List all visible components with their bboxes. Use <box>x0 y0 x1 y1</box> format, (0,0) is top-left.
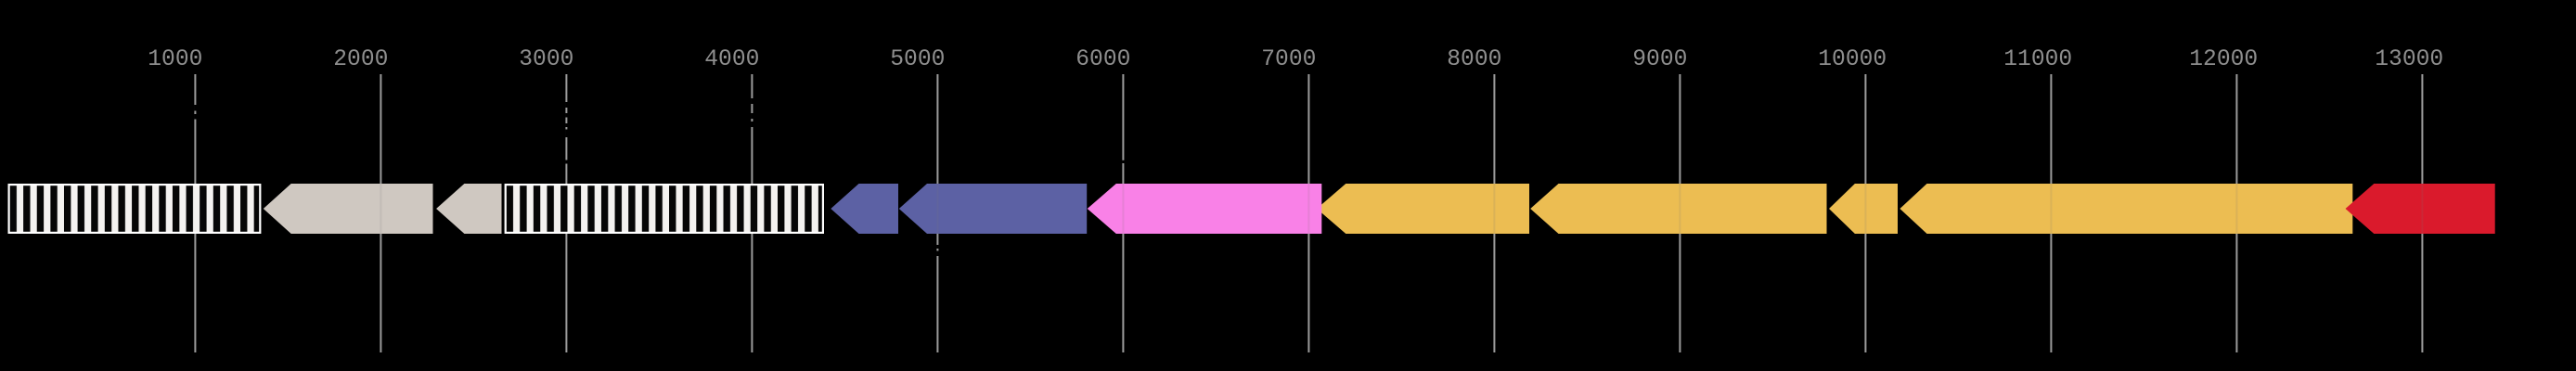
svg-text:12000: 12000 <box>2189 47 2258 72</box>
svg-text:9000: 9000 <box>1632 47 1687 72</box>
svg-text:5000: 5000 <box>890 47 945 72</box>
svg-text:7000: 7000 <box>1261 47 1316 72</box>
svg-text:2000: 2000 <box>333 47 388 72</box>
svg-text:4000: 4000 <box>704 47 759 72</box>
svg-text:10000: 10000 <box>1818 47 1887 72</box>
svg-text:6000: 6000 <box>1075 47 1130 72</box>
svg-text:3000: 3000 <box>519 47 573 72</box>
svg-text:11000: 11000 <box>2003 47 2072 72</box>
svg-text:13000: 13000 <box>2375 47 2443 72</box>
svg-text:8000: 8000 <box>1447 47 1501 72</box>
svg-text:1000: 1000 <box>148 47 202 72</box>
